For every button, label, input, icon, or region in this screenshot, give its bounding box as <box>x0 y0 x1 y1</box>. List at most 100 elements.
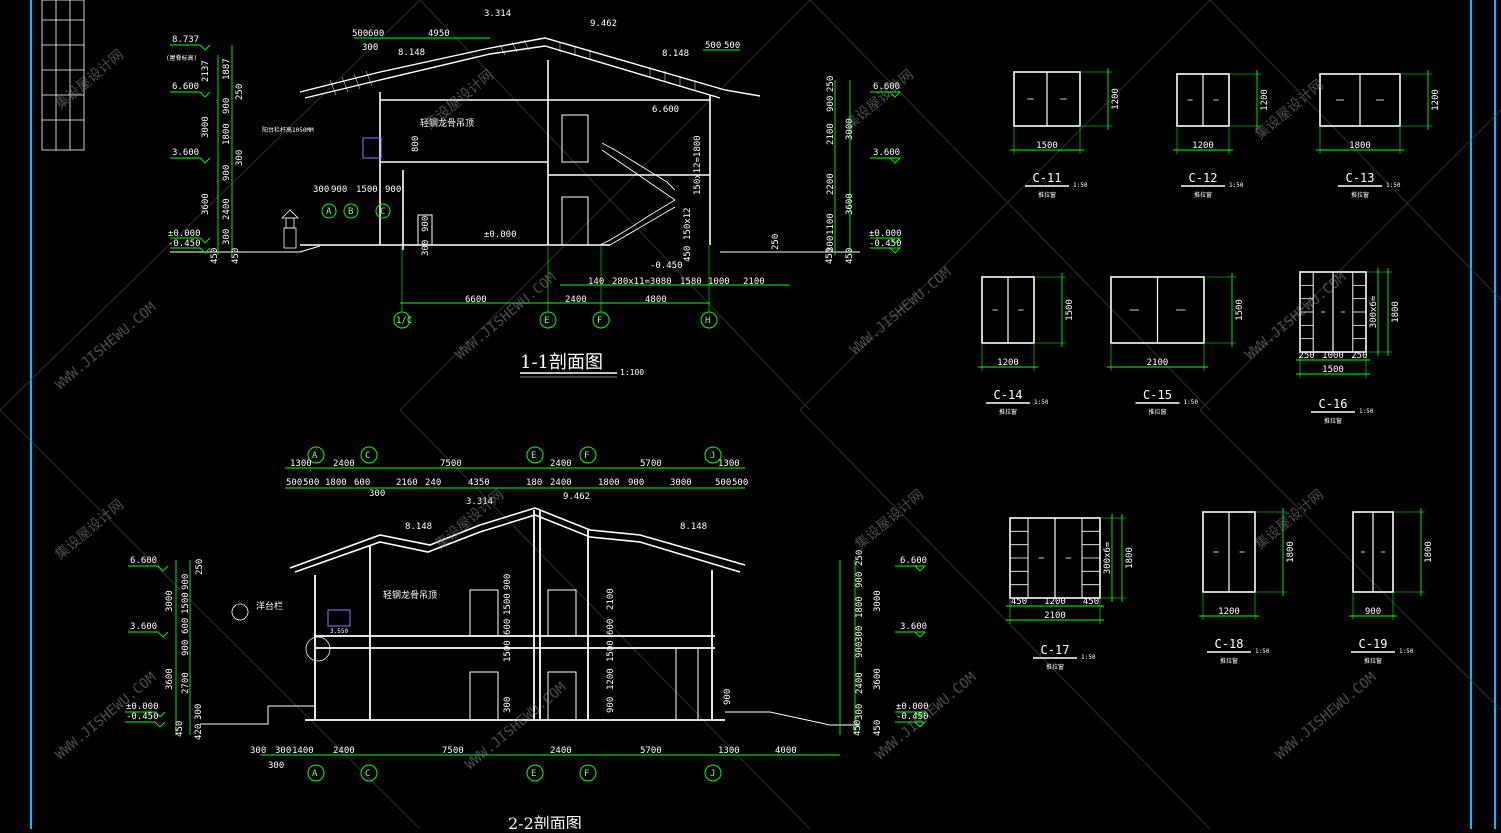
dim2-vl-8: 300 <box>194 704 204 720</box>
window-type-label: 推拉窗 <box>1364 657 1382 665</box>
window-height-label: 1200 <box>1260 89 1270 111</box>
axis-h: H <box>705 316 710 326</box>
dim-b-4: 280x11=3080 <box>612 277 672 287</box>
window-subdim-label: 250 <box>1298 351 1314 361</box>
dim2-vr-2: 1800 <box>855 596 865 618</box>
window-width-label: 1200 <box>997 358 1019 368</box>
dim-m-10: 250 <box>771 234 781 250</box>
window-height-label: 1500 <box>1235 299 1245 321</box>
dim-vl-6: 300 <box>235 150 245 166</box>
vertical-dims-left-1: 2137 1887 250 900 3000 1800 300 900 3600… <box>201 58 245 264</box>
window-height-label: 1500 <box>1065 299 1075 321</box>
dim2-vl-1: 900 <box>181 574 191 590</box>
ridge-label-6: -0.450 <box>650 261 683 271</box>
dim2-in-9: 300 <box>503 697 513 713</box>
dim2-vr-0: 250 <box>855 550 865 566</box>
window-scale-label: 1:50 <box>1184 399 1199 406</box>
axis-b-1: B <box>348 207 353 217</box>
elev-l-1: 6.600 <box>172 82 199 92</box>
axis2-a-bot: A <box>312 769 318 779</box>
ground-line-left <box>170 245 321 253</box>
dim2-vl-2: 3000 <box>165 590 175 612</box>
window-height-label: 1800 <box>1125 547 1135 569</box>
dim2-vr-9: 450 <box>853 720 863 736</box>
dim2-vl-10: 420 <box>194 724 204 740</box>
vertical-dims-right-2: 250 900 1800 3000 300 900 2400 3600 300 … <box>853 550 883 736</box>
dim2-b-3: 2400 <box>333 746 355 756</box>
window-height-label: 1800 <box>1424 541 1434 563</box>
dim-b-3: 140 <box>588 277 604 287</box>
dim2-in-5: 1200 <box>606 668 616 690</box>
watermark-en-6: WWW.JISHEWU.COM <box>462 680 569 774</box>
window-type-label: 推拉窗 <box>999 408 1017 416</box>
axis-f: F <box>597 316 602 326</box>
roof-tiles <box>329 39 696 96</box>
railing-note-1: 阳台栏杆高1050MM <box>262 126 314 134</box>
ridge-note: (屋脊标高) <box>166 54 197 62</box>
dimension-lines <box>217 37 851 304</box>
axis2-c-top: C <box>365 451 370 461</box>
dim2-vl-6: 3600 <box>165 668 175 690</box>
dim2-t2-8: 180 <box>526 478 542 488</box>
axis-1c: 1/C <box>396 316 412 326</box>
dim2-in-0: 900 <box>503 574 513 590</box>
ridge-label-0: 3.314 <box>484 9 511 19</box>
dim-vl-2: 250 <box>235 84 245 100</box>
watermark-text: 集设屋设计网 WWW.JISHEWU.COM 集设屋设计网 WWW.JISHEW… <box>52 46 1380 773</box>
dim2-t2-6: 240 <box>425 478 441 488</box>
window-scale-label: 1:50 <box>1081 654 1096 661</box>
ridge2-4: 3.550 <box>330 628 348 635</box>
dim2-vr-3: 3000 <box>873 590 883 612</box>
elev-r-3: -0.450 <box>869 239 902 249</box>
dim2-vl-9: 450 <box>175 721 185 737</box>
window-width-label: 2100 <box>1147 358 1169 368</box>
dim2-in-4: 1500 <box>503 640 513 662</box>
dim-vr-9: 450 <box>845 248 855 264</box>
window-id-label: C-16 <box>1319 397 1348 411</box>
elevation-markers-2 <box>125 565 927 728</box>
dim-vr-2: 2100 <box>826 123 836 145</box>
dim2-in-1: 2100 <box>606 588 616 610</box>
dim2-t1-3: 2400 <box>550 459 572 469</box>
window-subdim-label: 250 <box>1351 351 1367 361</box>
window-id-label: C-13 <box>1346 171 1375 185</box>
dim2-vl-3: 1500 <box>181 592 191 614</box>
window-type-label: 推拉窗 <box>1148 408 1166 416</box>
dim-vr-8: 450 <box>825 248 835 264</box>
dim2-b-5: 2400 <box>550 746 572 756</box>
window-scale-label: 1:50 <box>1399 648 1414 655</box>
dim2-in-3: 600 <box>503 619 513 635</box>
doors-2 <box>469 589 699 721</box>
dim-m-4: 800 <box>411 136 421 152</box>
sheet-frame <box>30 0 1496 829</box>
dim-t-5: 500 <box>724 41 740 51</box>
axis2-a-top: A <box>312 451 318 461</box>
window-side-dim-label: 300x6= <box>1103 541 1113 574</box>
inner-dims-2: 900 2100 1500 600 1500 1200 1500 600 900… <box>503 574 733 713</box>
dim2-b-9: 300 <box>268 761 284 771</box>
dim-m-3: 900 <box>385 185 401 195</box>
vertical-dims-left-2: 250 900 3000 1500 600 900 3600 2700 300 … <box>165 559 205 740</box>
watermark-cn-7: 集设屋设计网 <box>852 486 927 553</box>
dim-b-2: 4800 <box>645 295 667 305</box>
dim-b-0: 6600 <box>465 295 487 305</box>
vertical-dims-right-1: 250 900 2100 3000 2200 3600 1100 300 450… <box>825 76 855 264</box>
dim2-t2-7: 4350 <box>468 478 490 488</box>
dim-vl-10: 300 <box>222 229 232 245</box>
window-height-label: 1800 <box>1391 301 1401 323</box>
elev-l-0: 8.737 <box>172 35 199 45</box>
elev-l-2: 3.600 <box>172 148 199 158</box>
window-id-label: C-19 <box>1359 637 1388 651</box>
elev-l-3: ±0.000 <box>168 229 201 239</box>
ceiling-note-2: 轻钢龙骨吊顶 <box>383 589 437 601</box>
dim2-t2-9: 2400 <box>550 478 572 488</box>
watermark-en-7: WWW.JISHEWU.COM <box>872 670 979 764</box>
axis-lines-1 <box>401 245 710 312</box>
dim2-t2-12: 3000 <box>670 478 692 488</box>
dim-b-6: 1000 <box>708 277 730 287</box>
window-width-label: 900 <box>1365 607 1381 617</box>
